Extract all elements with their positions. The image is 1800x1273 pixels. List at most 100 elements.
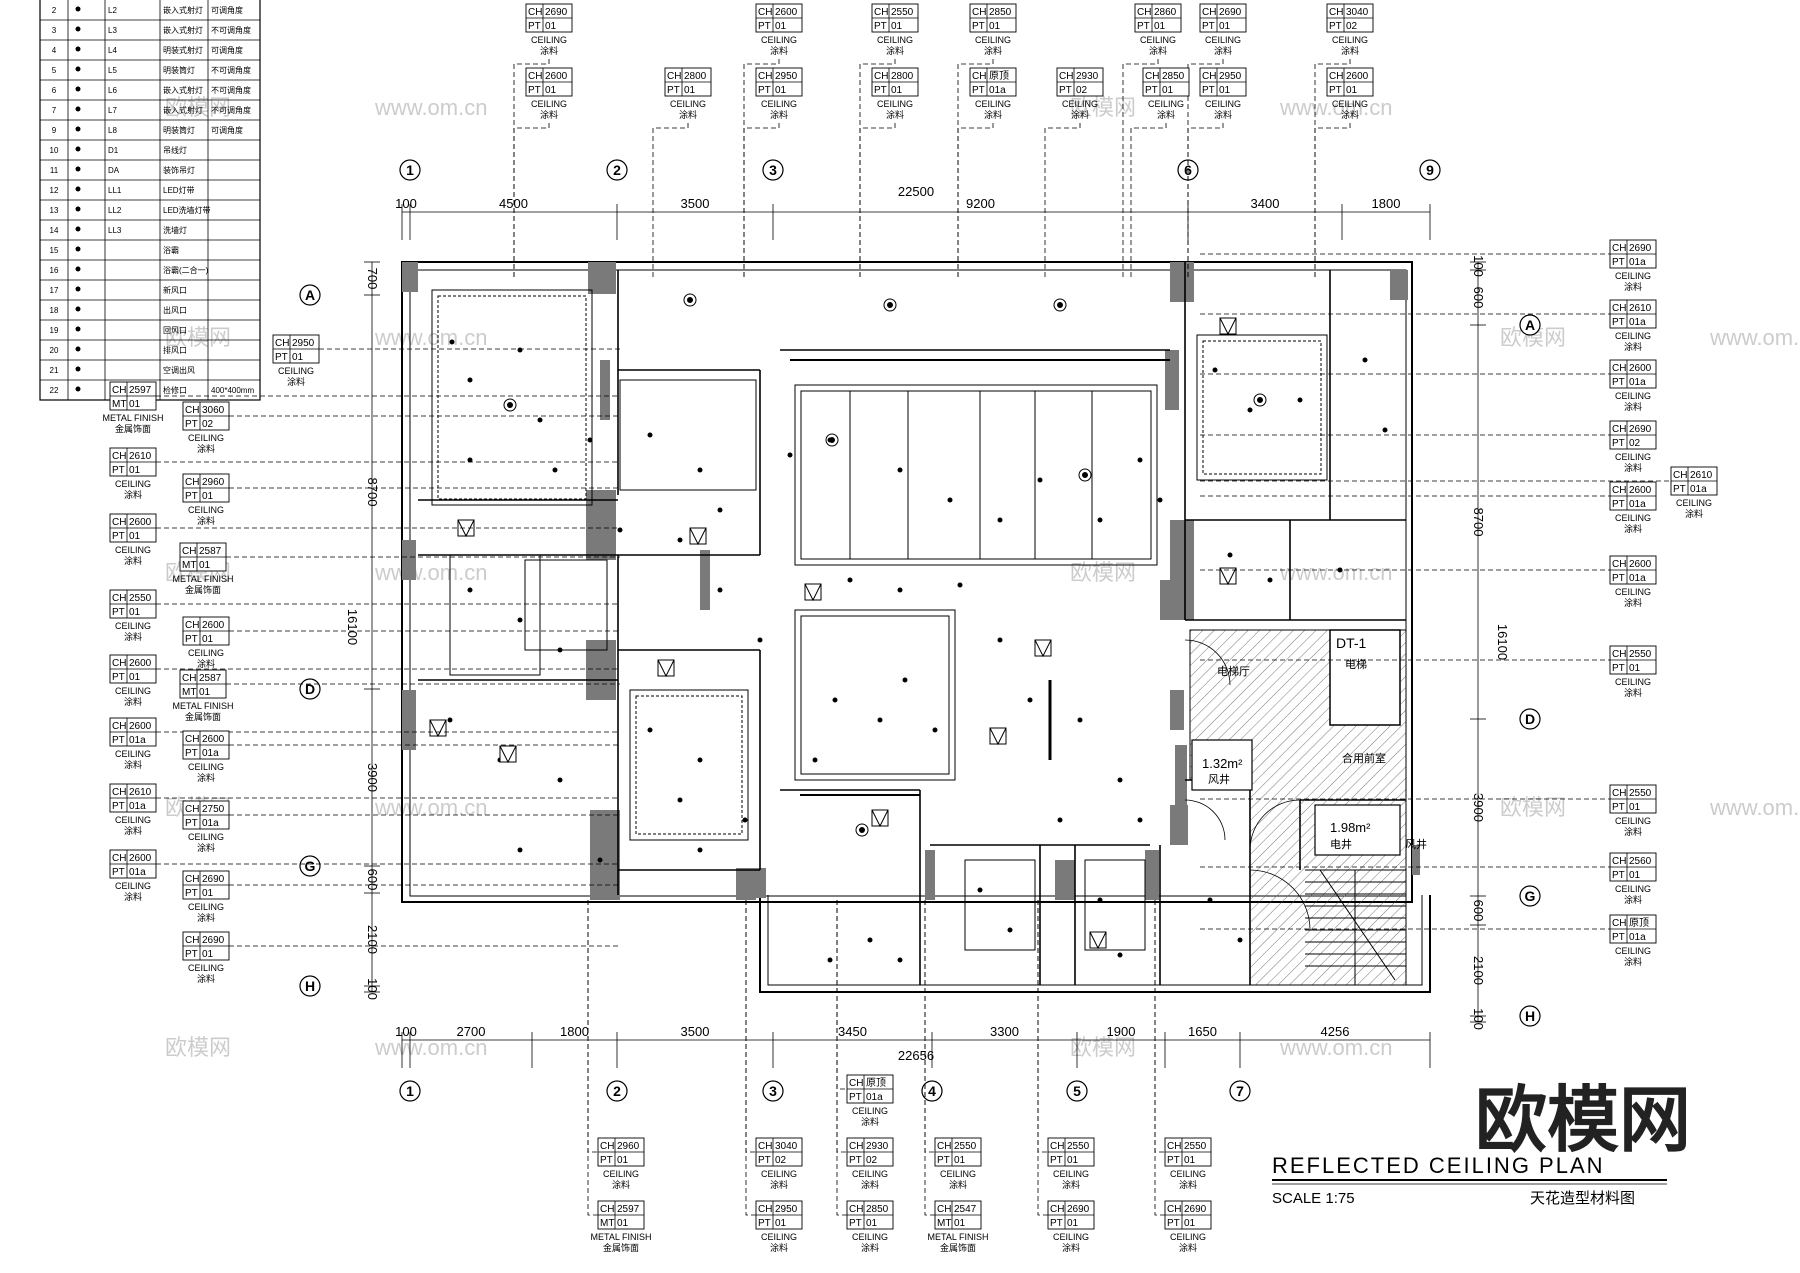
legend-row-desc: 嵌入式射灯	[163, 85, 203, 95]
legend-row-number: 12	[50, 186, 59, 195]
tag-height-prefix: CH	[1673, 470, 1687, 481]
legend-row-desc: 吊线灯	[163, 145, 187, 155]
tag-material-code: 01	[1629, 870, 1641, 881]
tag-material-prefix: PT	[528, 85, 541, 96]
ceiling-frames	[431, 289, 1328, 951]
tag-caption-en: CEILING	[115, 621, 151, 631]
dimension-label: 700	[365, 268, 380, 290]
watermark-url-repeat: www.om.cn	[374, 95, 487, 120]
outer-wall-inner-line	[409, 269, 1407, 897]
tag-height-prefix: CH	[275, 338, 289, 349]
tag-material-prefix: PT	[112, 672, 125, 683]
tag-height-prefix: CH	[1050, 1141, 1064, 1152]
watermark-logo: 欧模网	[1475, 1081, 1691, 1161]
tag-caption-en: CEILING	[115, 881, 151, 891]
ceiling-strips	[790, 359, 1170, 796]
tag-caption-cn: 涂料	[1624, 826, 1642, 837]
tag-height-value: 2960	[202, 477, 225, 488]
tag-height-prefix: CH	[849, 1078, 863, 1089]
tag-material-prefix: PT	[849, 1218, 862, 1229]
tag-height-value: 2690	[202, 874, 225, 885]
tag-height-prefix: CH	[972, 71, 986, 82]
grid-top-bubble: 1	[406, 162, 414, 178]
tag-height-prefix: CH	[112, 451, 126, 462]
tag-height-prefix: CH	[1612, 649, 1626, 660]
tag-material-code: 01	[775, 21, 787, 32]
legend-row-number: 2	[52, 6, 57, 15]
downlight-icon	[1362, 357, 1368, 363]
tag-caption-en: CEILING	[188, 832, 224, 842]
legend-row-desc: 明装筒灯	[163, 125, 195, 135]
grid-bottom-bubble: 4	[928, 1083, 936, 1099]
tag-height-prefix: CH	[112, 385, 126, 396]
tag-caption-cn: 涂料	[124, 891, 142, 902]
dimension-label: 600	[365, 869, 380, 891]
legend-row-desc: 浴霸	[163, 245, 179, 255]
grid-left-bubble-circle	[299, 975, 321, 997]
dimension-label: 100	[395, 196, 417, 211]
tag-height-value: 2600	[202, 734, 225, 745]
tag-height-prefix: CH	[1329, 7, 1343, 18]
tag-caption-en: METAL FINISH	[590, 1232, 651, 1242]
downlight-icon	[1037, 477, 1043, 483]
tag-material-prefix: PT	[1329, 21, 1342, 32]
tag-material-code: 01	[199, 560, 211, 571]
tag-height-value: 2597	[129, 385, 152, 396]
tag-material-prefix: PT	[112, 801, 125, 812]
tag-caption-en: CEILING	[1205, 99, 1241, 109]
elevator-shaft	[1329, 629, 1401, 726]
tag-material-code: 01a	[129, 801, 146, 812]
tag-material-prefix: PT	[937, 1155, 950, 1166]
downlight-icon	[517, 847, 523, 853]
tag-material-code: 01a	[1629, 317, 1646, 328]
tag-material-prefix: PT	[874, 85, 887, 96]
tag-material-prefix: PT	[667, 85, 680, 96]
legend-row-desc: 嵌入式射灯	[163, 5, 203, 15]
legend-row-code: D1	[108, 146, 119, 155]
tag-material-code: 01	[199, 687, 211, 698]
tag-material-prefix: PT	[1673, 484, 1686, 495]
legend-row-code: DA	[108, 166, 120, 175]
dimension-label: 100	[395, 1024, 417, 1039]
tag-material-prefix: PT	[1612, 870, 1625, 881]
legend-row-desc: 洗墙灯	[163, 225, 187, 235]
tag-height-value: 原顶	[866, 1077, 886, 1089]
legend-row-desc: 空调出风	[163, 365, 195, 375]
tag-caption-cn: 涂料	[1624, 523, 1642, 534]
tag-height-value: 3040	[1346, 7, 1369, 18]
tag-caption-cn: 涂料	[1149, 45, 1167, 56]
tag-height-prefix: CH	[185, 405, 199, 416]
dimension-label: 3900	[1471, 793, 1486, 822]
legend-row-number: 4	[52, 46, 57, 55]
tag-caption-en: CEILING	[188, 902, 224, 912]
legend-symbol-icon	[75, 66, 81, 72]
tag-height-value: 2690	[1219, 7, 1242, 18]
tag-material-prefix: MT	[937, 1218, 951, 1229]
legend-row-code: L8	[108, 126, 117, 135]
tag-caption-en: CEILING	[1615, 884, 1651, 894]
downlight-icon	[647, 727, 653, 733]
tag-caption-cn: 涂料	[770, 1179, 788, 1190]
tag-material-code: 01a	[1629, 932, 1646, 943]
tag-caption-en: CEILING	[1053, 1232, 1089, 1242]
legend-row-number: 16	[50, 266, 59, 275]
downlight-icon	[557, 647, 563, 653]
watermark-logo-repeat: 欧模网	[165, 95, 231, 120]
watermark-url-repeat: www.om.cn	[1709, 325, 1800, 350]
tag-height-value: 2690	[202, 935, 225, 946]
grid-right-bubble: H	[1525, 1008, 1535, 1024]
grid-bottom-bubble: 3	[769, 1083, 777, 1099]
tag-caption-en: CEILING	[852, 1169, 888, 1179]
dimension-label: 3400	[1251, 196, 1280, 211]
legend-row-code: L6	[108, 86, 117, 95]
downlight-icon	[557, 777, 563, 783]
tag-caption-cn: 涂料	[861, 1179, 879, 1190]
tag-height-prefix: CH	[874, 7, 888, 18]
tag-height-value: 2610	[129, 787, 152, 798]
tag-material-prefix: PT	[1612, 499, 1625, 510]
downlight-icon	[827, 957, 833, 963]
downlight-icon	[787, 452, 793, 458]
